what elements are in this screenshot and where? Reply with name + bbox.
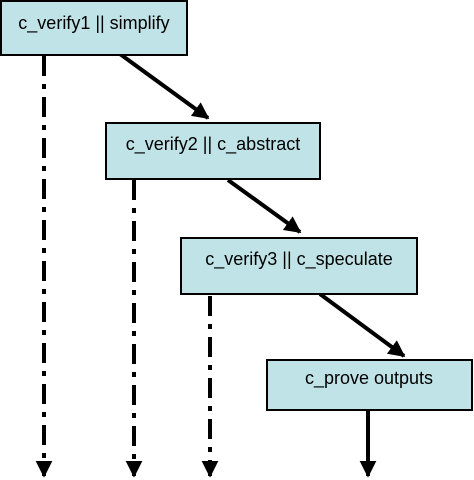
node-c-verify3: c_verify3 || c_speculate bbox=[180, 237, 418, 295]
node-c-verify2: c_verify2 || c_abstract bbox=[105, 122, 321, 180]
node-c-prove-outputs: c_prove outputs bbox=[266, 359, 473, 411]
arrow-n1-to-n2 bbox=[118, 52, 210, 120]
node-label: c_prove outputs bbox=[305, 368, 433, 389]
node-c-verify1: c_verify1 || simplify bbox=[0, 0, 188, 56]
node-label: c_verify2 || c_abstract bbox=[126, 134, 300, 155]
node-box bbox=[0, 0, 188, 56]
node-box bbox=[266, 359, 473, 411]
arrow-n3-to-n4 bbox=[318, 292, 406, 358]
node-label: c_verify3 || c_speculate bbox=[205, 249, 392, 270]
node-box bbox=[105, 122, 321, 180]
node-label: c_verify1 || simplify bbox=[18, 13, 169, 34]
connector-group bbox=[118, 52, 406, 358]
arrow-n2-to-n3 bbox=[226, 178, 302, 234]
node-box bbox=[180, 237, 418, 295]
output-line-group bbox=[35, 56, 377, 478]
